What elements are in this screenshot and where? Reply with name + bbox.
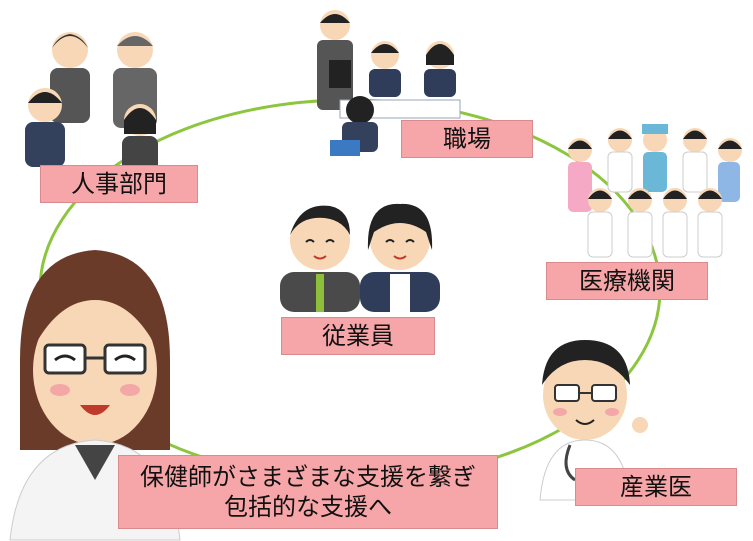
hr-people-illustration bbox=[25, 32, 158, 176]
medical-staff-illustration bbox=[568, 124, 742, 258]
workplace-label: 職場 bbox=[401, 120, 533, 158]
employees-illustration bbox=[280, 203, 440, 312]
employees-label: 従業員 bbox=[281, 317, 435, 355]
hr-department-label: 人事部門 bbox=[40, 165, 198, 203]
nurse-support-message: 保健師がさまざまな支援を繋ぎ 包括的な支援へ bbox=[118, 455, 498, 529]
medical-institution-label: 医療機関 bbox=[546, 262, 708, 300]
nurse-support-message-line1: 保健師がさまざまな支援を繋ぎ bbox=[140, 463, 476, 491]
nurse-support-message-line2: 包括的な支援へ bbox=[224, 493, 392, 521]
workplace-meeting-illustration bbox=[317, 10, 461, 156]
industrial-doctor-label: 産業医 bbox=[575, 468, 737, 506]
